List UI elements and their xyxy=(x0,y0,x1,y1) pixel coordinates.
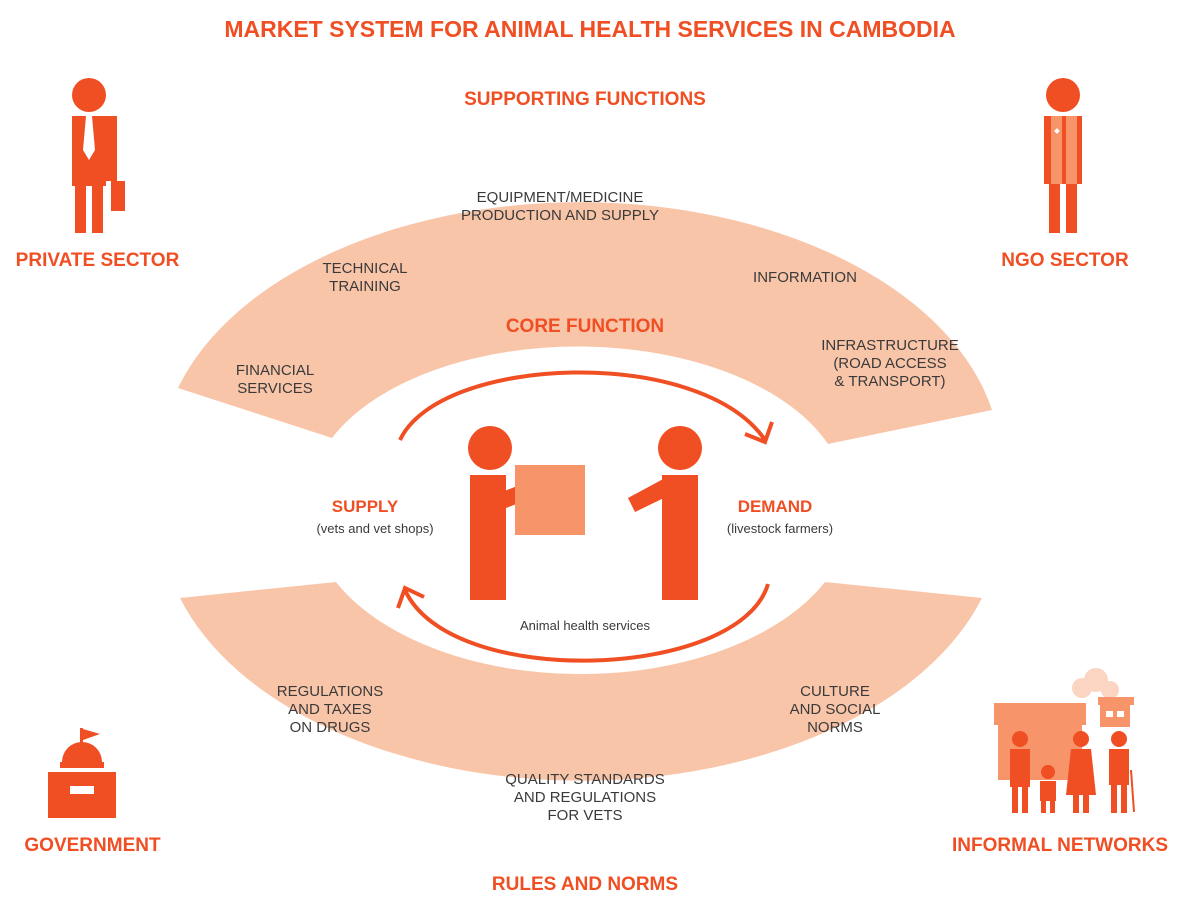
supporting-functions-band xyxy=(178,202,992,444)
ngo-worker-icon xyxy=(1044,78,1082,233)
top-arrow-head xyxy=(744,421,774,445)
farmer-figure xyxy=(628,426,702,600)
demand-label: DEMAND xyxy=(737,497,813,516)
quality-standards-label: QUALITY STANDARDS AND REGULATIONS FOR VE… xyxy=(505,771,665,824)
supply-sub-label: (vets and vet shops) xyxy=(316,521,434,536)
technical-training-label: TECHNICAL TRAINING xyxy=(322,260,408,295)
financial-services-label: FINANCIAL SERVICES xyxy=(235,362,315,397)
core-function-heading: CORE FUNCTION xyxy=(505,316,665,337)
supporting-functions-heading: SUPPORTING FUNCTIONS xyxy=(464,89,706,110)
page-title: MARKET SYSTEM FOR ANIMAL HEALTH SERVICES… xyxy=(224,16,956,42)
culture-norms-label: CULTURE AND SOCIAL NORMS xyxy=(789,683,881,736)
government-building-icon xyxy=(48,728,116,818)
top-cycle-arrow xyxy=(398,370,767,442)
information-label: INFORMATION xyxy=(753,269,857,286)
rules-norms-band xyxy=(180,582,982,781)
demand-sub-label: (livestock farmers) xyxy=(726,521,834,536)
informal-networks-icon xyxy=(994,668,1135,813)
regulations-taxes-label: REGULATIONS AND TAXES ON DRUGS xyxy=(276,683,384,736)
rules-norms-heading: RULES AND NORMS xyxy=(491,874,679,895)
infrastructure-label: INFRASTRUCTURE (ROAD ACCESS & TRANSPORT) xyxy=(821,337,959,390)
exchange-label: Animal health services xyxy=(519,618,651,633)
government-label: GOVERNMENT xyxy=(24,835,161,856)
businessman-icon xyxy=(72,78,125,233)
informal-networks-label: INFORMAL NETWORKS xyxy=(951,835,1169,856)
bottom-cycle-arrow xyxy=(403,583,770,663)
bottom-arrow-head xyxy=(396,585,425,609)
equipment-medicine-label: EQUIPMENT/MEDICINE PRODUCTION AND SUPPLY xyxy=(460,189,660,224)
service-box xyxy=(515,465,585,535)
private-sector-label: PRIVATE SECTOR xyxy=(15,250,180,271)
supply-label: SUPPLY xyxy=(331,497,399,516)
ngo-sector-label: NGO SECTOR xyxy=(1001,250,1129,271)
